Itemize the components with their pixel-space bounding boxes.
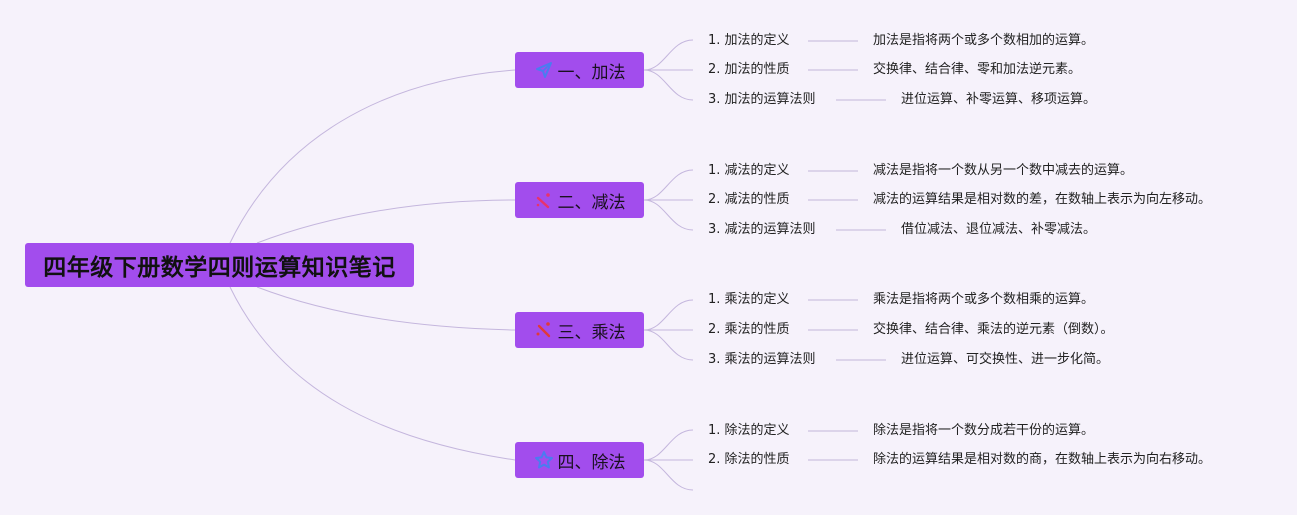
leaf-topic[interactable]: 1. 加法的定义	[708, 33, 790, 48]
leaf-topic[interactable]: 1. 减法的定义	[708, 163, 790, 178]
leaf-description[interactable]: 进位运算、补零运算、移项运算。	[901, 92, 1097, 107]
star-icon	[534, 451, 553, 469]
branch-subtraction[interactable]: 二、减法	[515, 182, 644, 218]
leaf-description[interactable]: 交换律、结合律、乘法的逆元素（倒数）。	[873, 322, 1114, 337]
leaf-topic[interactable]: 2. 加法的性质	[708, 62, 790, 77]
leaf-topic[interactable]: 1. 乘法的定义	[708, 292, 790, 307]
branch-leaf-link	[643, 429, 694, 461]
leaf-topic[interactable]: 3. 减法的运算法则	[708, 222, 816, 237]
leaf-description[interactable]: 除法是指将一个数分成若干份的运算。	[873, 423, 1095, 438]
branch-division[interactable]: 四、除法	[515, 442, 644, 478]
root-link-addition	[229, 69, 516, 244]
root-title: 四年级下册数学四则运算知识笔记	[43, 255, 396, 281]
branch-label: 四、除法	[557, 452, 626, 473]
leaf-description[interactable]: 减法的运算结果是相对数的差，在数轴上表示为向左移动。	[873, 192, 1212, 207]
root-link-subtraction	[256, 199, 516, 244]
branch-leaf-link	[643, 299, 694, 331]
branch-label: 三、乘法	[557, 322, 626, 343]
leaf-topic[interactable]: 2. 减法的性质	[708, 192, 790, 207]
root-node[interactable]: 四年级下册数学四则运算知识笔记	[25, 243, 414, 287]
branch-label: 一、加法	[557, 62, 626, 83]
magic-wand-icon	[536, 322, 550, 338]
branch-leaf-link	[643, 69, 694, 101]
leaf-description[interactable]: 加法是指将两个或多个数相加的运算。	[873, 33, 1095, 48]
leaf-topic[interactable]: 2. 乘法的性质	[708, 322, 790, 337]
branch-multiplication[interactable]: 三、乘法	[515, 312, 644, 348]
leaf-description[interactable]: 借位减法、退位减法、补零减法。	[901, 222, 1097, 237]
root-link-multiplication	[256, 286, 516, 331]
leaf-topic[interactable]: 3. 加法的运算法则	[708, 92, 816, 107]
leaf-topic[interactable]: 3. 乘法的运算法则	[708, 352, 816, 367]
magic-wand-icon	[536, 193, 550, 209]
leaf-description[interactable]: 进位运算、可交换性、进一步化简。	[901, 352, 1110, 367]
branch-leaf-link	[643, 169, 694, 201]
root-link-division	[229, 286, 516, 461]
leaf-description[interactable]: 除法的运算结果是相对数的商，在数轴上表示为向右移动。	[873, 452, 1212, 467]
paper-plane-icon	[535, 62, 552, 78]
leaf-description[interactable]: 减法是指将一个数从另一个数中减去的运算。	[873, 163, 1134, 178]
branch-addition[interactable]: 一、加法	[515, 52, 644, 88]
branch-leaf-link	[643, 199, 694, 231]
branch-leaf-link	[643, 329, 694, 361]
branch-leaf-link	[643, 459, 694, 491]
branch-label: 二、减法	[557, 192, 626, 213]
leaf-topic[interactable]: 1. 除法的定义	[708, 423, 790, 438]
leaf-topic[interactable]: 2. 除法的性质	[708, 452, 790, 467]
branch-leaf-link	[643, 39, 694, 71]
leaf-description[interactable]: 交换律、结合律、零和加法逆元素。	[873, 62, 1082, 77]
leaf-description[interactable]: 乘法是指将两个或多个数相乘的运算。	[873, 292, 1095, 307]
